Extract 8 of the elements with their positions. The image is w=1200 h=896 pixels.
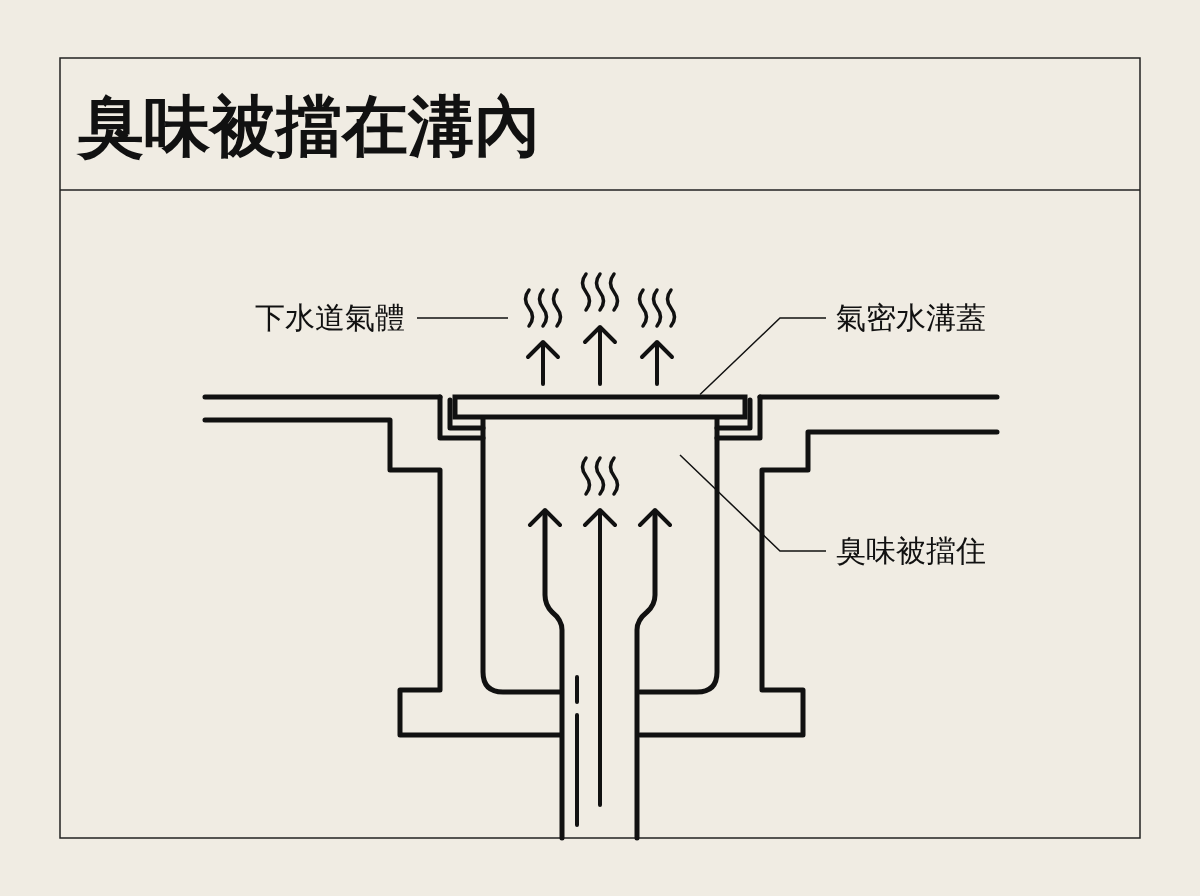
leader-line <box>416 317 509 319</box>
leader-line <box>679 454 827 552</box>
callout-label: 下水道氣體 <box>255 300 405 336</box>
callout-label: 氣密水溝蓋 <box>836 300 986 336</box>
title-text: 臭味被擋在溝內 <box>78 88 540 166</box>
callout-label: 臭味被擋住 <box>836 533 986 569</box>
drain-cover <box>452 394 748 420</box>
leader-line <box>699 317 827 396</box>
